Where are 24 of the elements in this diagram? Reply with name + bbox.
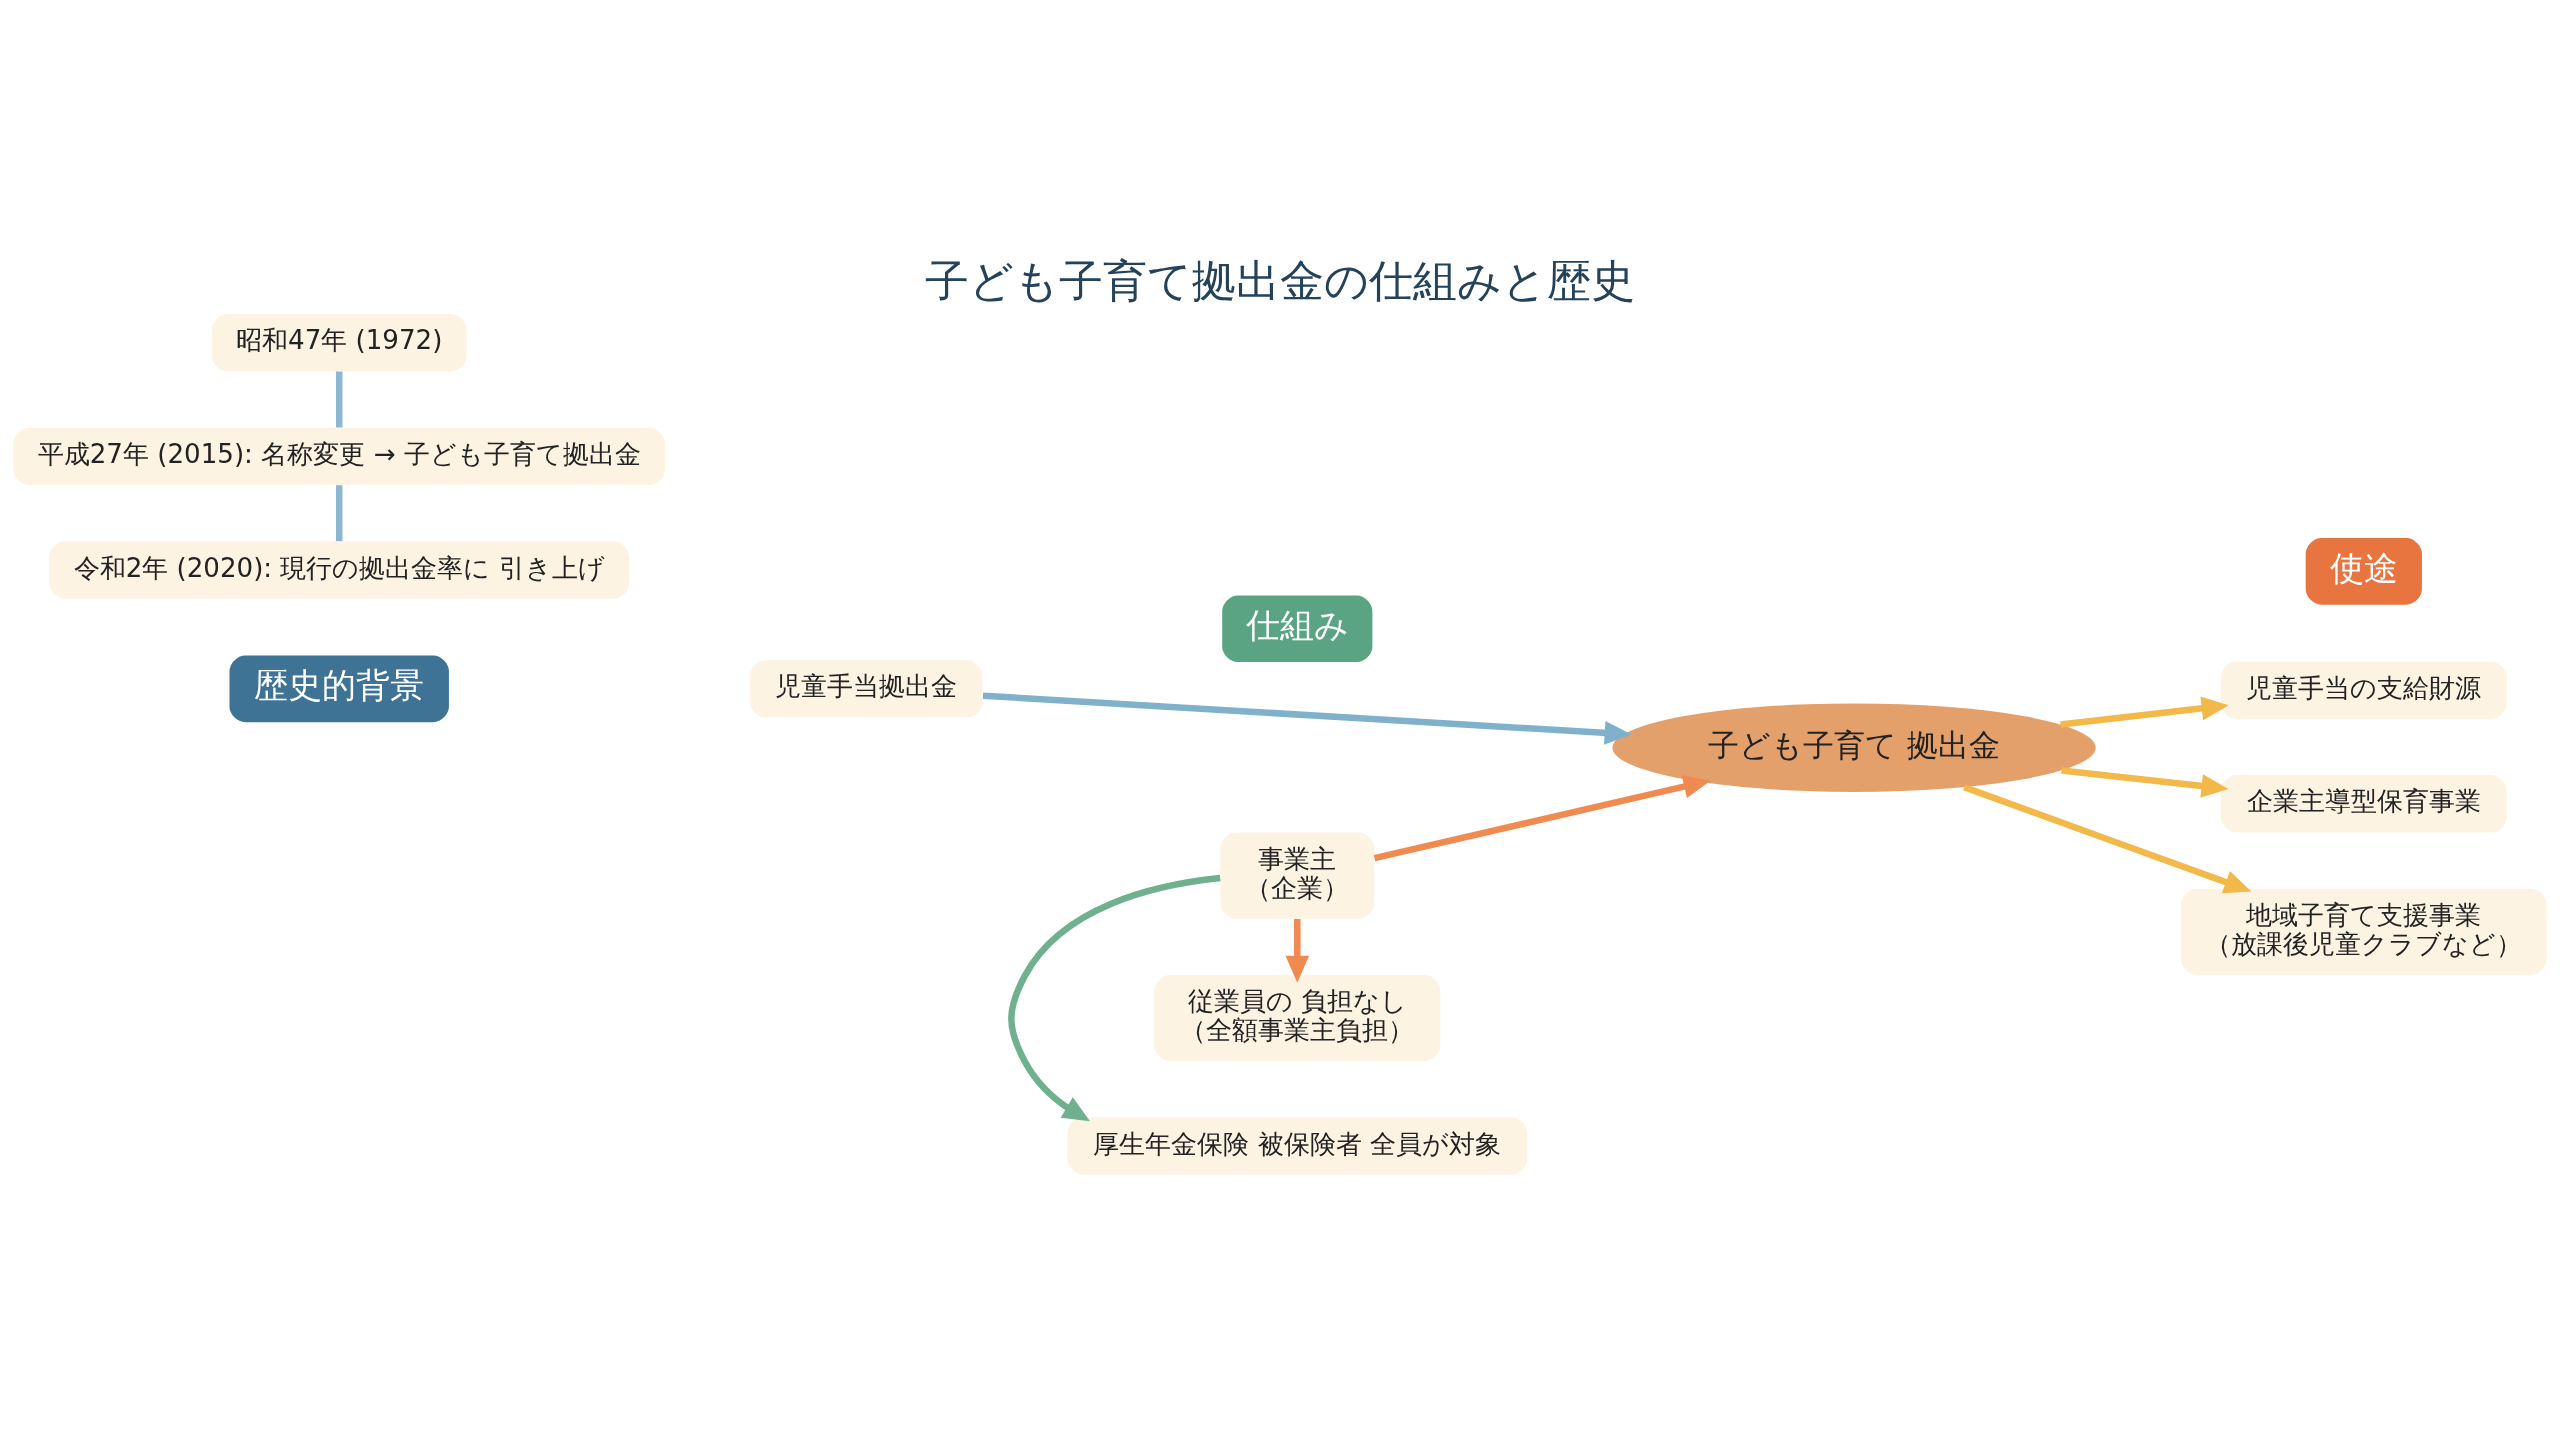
- node-box: 児童手当拠出金: [750, 659, 983, 718]
- node-box: 平成27年 (2015): 名称変更 → 子ども子育て拠出金: [13, 427, 666, 485]
- arrow: [2061, 766, 2229, 798]
- arrow: [982, 692, 1632, 745]
- arrow: [1008, 874, 1221, 1121]
- node-box: 従業員の 負担なし （全額事業主負担）: [1154, 974, 1441, 1061]
- node-box: 事業主 （企業）: [1220, 832, 1375, 919]
- connector: [335, 484, 343, 541]
- node-box: 児童手当の支給財源: [2220, 660, 2507, 719]
- connector: [335, 371, 343, 427]
- node-ellipse: 子ども子育て 拠出金: [1612, 702, 2096, 792]
- node-box: 昭和47年 (1972): [211, 313, 467, 371]
- node-box: 地域子育て支援事業 （放課後児童クラブなど）: [2180, 888, 2547, 975]
- node-box: 歴史的背景: [229, 655, 449, 722]
- node-box: 企業主導型保育事業: [2220, 774, 2507, 833]
- node-box: 令和2年 (2020): 現行の拠出金率に 引き上げ: [49, 540, 630, 599]
- arrow: [1963, 783, 2252, 893]
- arrow: [1373, 774, 1711, 861]
- node-box: 厚生年金保険 被保険者 全員が対象: [1067, 1116, 1528, 1175]
- node-box: 仕組み: [1222, 595, 1373, 662]
- diagram-title: 子ども子育て拠出金の仕組みと歴史: [925, 254, 1635, 306]
- arrow: [1285, 918, 1310, 983]
- node-box: 使途: [2305, 537, 2422, 605]
- arrow: [2060, 696, 2229, 728]
